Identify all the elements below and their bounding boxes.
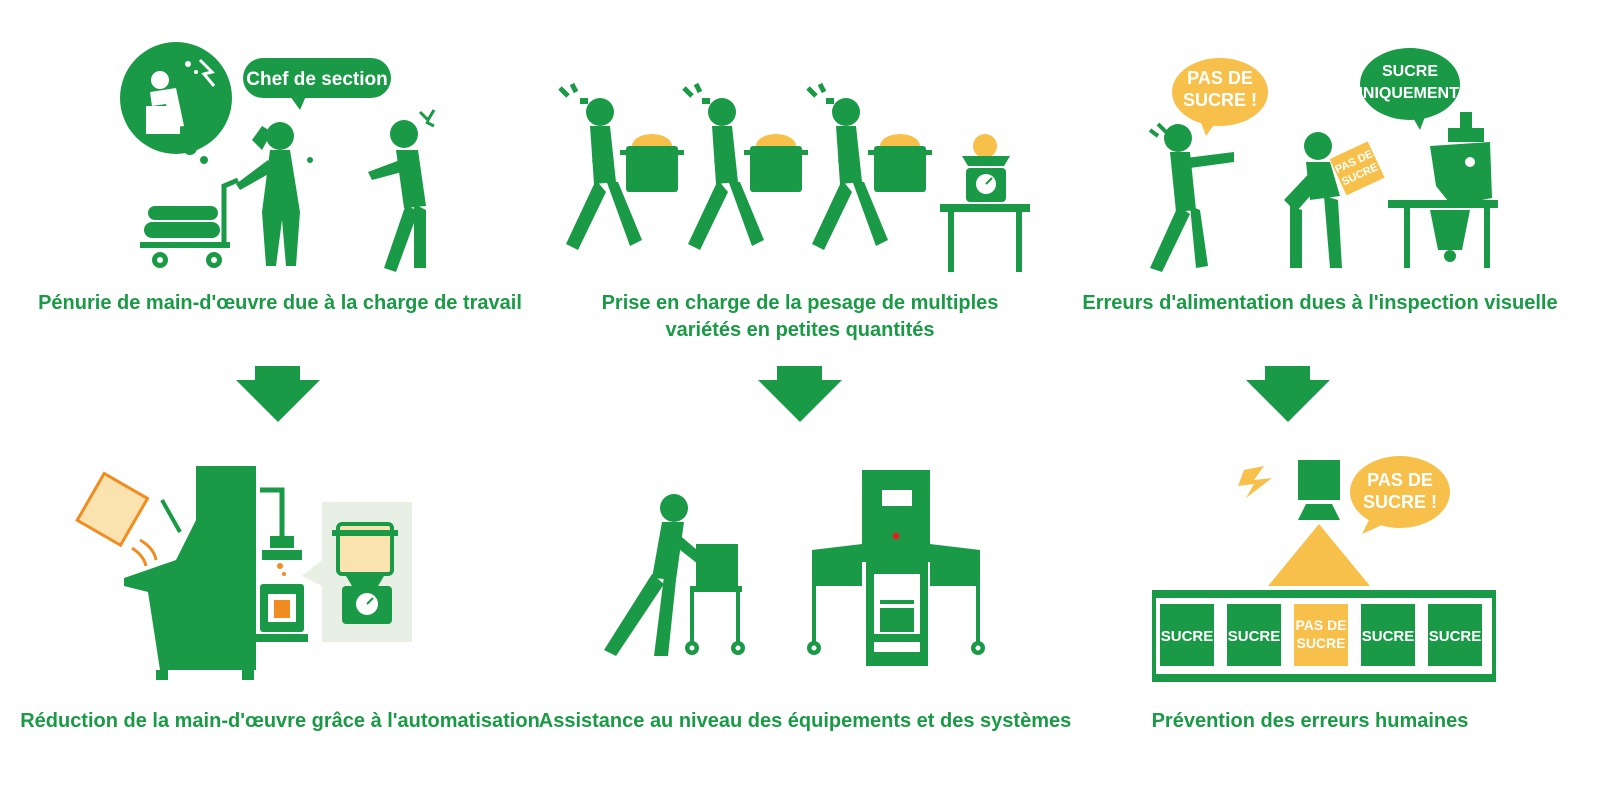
- bubble-no-sugar-line1: PAS DE: [1367, 470, 1433, 490]
- conveyor-box-label: SUCRE: [1296, 635, 1345, 651]
- caption-multi-variety-weighing: Prise en charge de la pesage de multiple…: [560, 290, 1040, 344]
- caption-equipment-assistance: Assistance au niveau des équipements et …: [538, 710, 1072, 732]
- bubble-no-sugar-line2: SUCRE !: [1363, 492, 1437, 512]
- caption-line: variétés en petites quantités: [665, 319, 935, 341]
- caption-feeding-errors: Erreurs d'alimentation dues à l'inspecti…: [1082, 292, 1558, 314]
- conveyor-box-label: PAS DE: [1295, 617, 1346, 633]
- conveyor-box-label: SUCRE: [1362, 628, 1415, 645]
- conveyor-box: [1294, 604, 1348, 666]
- bubble-no-sugar-line1: PAS DE: [1187, 68, 1253, 88]
- bubble-no-sugar-line2: SUCRE !: [1183, 90, 1257, 110]
- caption-labor-reduction: Réduction de la main-d'œuvre grâce à l'a…: [20, 710, 540, 732]
- overworked-worker-icon: Chef de section: [120, 42, 436, 272]
- checkweigher-icon: [604, 470, 985, 666]
- conveyor-box-label: SUCRE: [1228, 628, 1281, 645]
- down-arrow-icon: [758, 366, 842, 422]
- automation-machine-icon: [75, 466, 412, 680]
- down-arrow-icon: [1246, 366, 1330, 422]
- caption-human-error-prevention: Prévention des erreurs humaines: [1151, 710, 1469, 732]
- caption-labor-shortage: Pénurie de main-d'œuvre due à la charge …: [38, 292, 522, 314]
- caption-line: Prise en charge de la pesage de multiple…: [601, 292, 999, 314]
- down-arrow-icon: [236, 366, 320, 422]
- conveyor-box: [1227, 604, 1281, 666]
- conveyor-box: [1160, 604, 1214, 666]
- conveyor-box: [1428, 604, 1482, 666]
- feeding-error-icon: PAS DE SUCRE ! SUCRE UNIQUEMENT ! PAS DE…: [1148, 48, 1498, 272]
- bubble-sugar-only-line1: SUCRE: [1382, 63, 1438, 80]
- inspection-conveyor-icon: PAS DE SUCRE ! SUCRE SUCRE PAS DE SUCRE SUCR…: [1152, 456, 1496, 682]
- conveyor-box-label: SUCRE: [1429, 628, 1482, 645]
- conveyor-box: [1361, 604, 1415, 666]
- carrying-pots-icon: [558, 82, 1030, 272]
- speech-bubble-chef: Chef de section: [246, 69, 387, 90]
- conveyor-box-label: SUCRE: [1161, 628, 1214, 645]
- bubble-sugar-only-line2: UNIQUEMENT !: [1351, 85, 1468, 102]
